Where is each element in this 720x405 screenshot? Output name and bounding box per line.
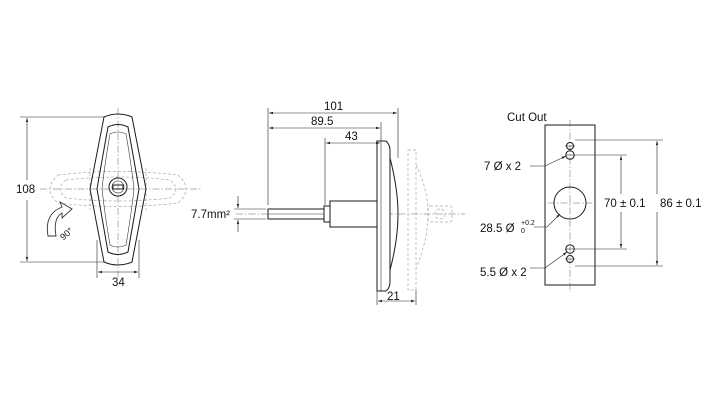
outer-pitch-label: 86 ± 0.1 — [660, 198, 701, 210]
rotation-label: 90° — [58, 225, 75, 242]
t-handle-outline — [89, 113, 147, 266]
dim-shaft-square: 7.7mm² — [191, 196, 266, 232]
center-hole — [553, 186, 587, 220]
cutout-title: Cut Out — [507, 112, 547, 124]
center-hole-tol-upper: +0.2 — [521, 220, 535, 227]
dim-shaft-square-label: 7.7mm² — [191, 209, 230, 221]
handle-plate — [376, 140, 399, 292]
side-view: 101 89.5 43 7.7mm² 21 — [191, 101, 465, 305]
inner-pitch-label: 70 ± 0.1 — [604, 198, 645, 210]
dim-21-label: 21 — [387, 291, 400, 303]
center-hole-tol-lower: 0 — [521, 228, 525, 235]
rotation-arrow: 90° — [46, 200, 75, 242]
dim-108-label: 108 — [16, 184, 35, 196]
dim-21: 21 — [376, 290, 417, 305]
dim-43-label: 43 — [345, 131, 358, 143]
width-dimension: 34 — [96, 240, 140, 289]
key-cylinder — [108, 177, 128, 197]
center-hole-label: 28.5 Ø — [480, 223, 515, 235]
side-handle-ghost — [407, 149, 453, 291]
dim-101: 101 — [267, 101, 399, 205]
dim-outer-pitch: 86 ± 0.1 — [575, 139, 701, 267]
dim-101-label: 101 — [324, 101, 343, 113]
shaft — [267, 200, 378, 228]
t-handle-inner — [96, 124, 140, 255]
small-holes-label: 7 Ø x 2 — [484, 161, 521, 173]
dim-34-label: 34 — [112, 277, 125, 289]
mount-holes-label: 5.5 Ø x 2 — [480, 267, 527, 279]
cutout-view: Cut Out 7 Ø x 2 28.5 Ø +0.2 0 5.5 Ø x 2 — [480, 112, 701, 292]
dim-inner-pitch: 70 ± 0.1 — [575, 154, 645, 250]
height-dimension: 108 — [16, 116, 104, 263]
dim-89-5: 89.5 — [269, 116, 382, 141]
dim-89-5-label: 89.5 — [311, 116, 333, 128]
dim-43: 43 — [324, 131, 380, 205]
front-view: 108 34 90° — [16, 108, 202, 289]
